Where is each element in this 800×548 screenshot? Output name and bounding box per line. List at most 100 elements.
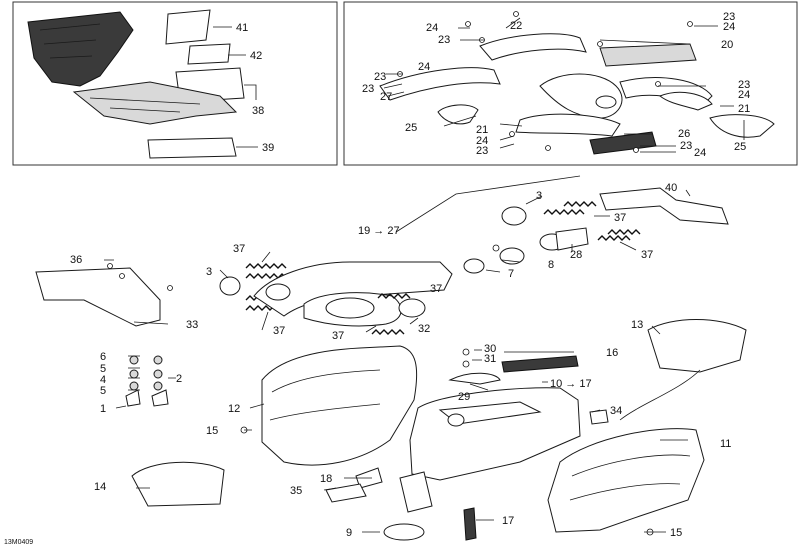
callout-16: 16 (606, 347, 618, 359)
callout-37-a: 37 (614, 212, 626, 224)
callout-1: 1 (100, 403, 106, 415)
callout-15-left: 15 (206, 425, 218, 437)
springs-37-center (371, 293, 411, 335)
callout-8: 8 (548, 259, 554, 271)
callout-37-e: 37 (273, 325, 285, 337)
bolt-36 (107, 263, 113, 269)
callout-28: 28 (570, 249, 582, 261)
callout-7: 7 (508, 268, 514, 280)
plate-13 (647, 319, 747, 373)
bracket-40 (599, 187, 729, 225)
callout-25-a: 25 (405, 122, 417, 134)
heat-shield-20 (599, 43, 697, 67)
callout-24-b: 24 (723, 21, 735, 33)
bracket-33 (35, 267, 161, 327)
tail-pipe (399, 471, 433, 513)
callout-30: 30 (484, 343, 496, 355)
ring-9 (383, 523, 425, 541)
callout-36: 36 (70, 254, 82, 266)
mount-hardware (125, 355, 169, 407)
bolt-36c (167, 285, 173, 291)
heat-shield-25-left (437, 104, 479, 125)
ring-3-right (501, 206, 527, 226)
callout-31: 31 (484, 353, 496, 365)
callout-20: 20 (721, 39, 733, 51)
callout-23-b: 23 (723, 11, 735, 23)
inset-left-frame (12, 1, 338, 166)
callout-5-a: 5 (100, 363, 106, 375)
bolt-30 (462, 348, 470, 356)
muffler-cover-22 (479, 33, 587, 61)
callout-39: 39 (262, 142, 274, 154)
callout-23-g: 23 (680, 140, 692, 152)
inset-right-frame (343, 1, 798, 166)
callout-33: 33 (186, 319, 198, 331)
callout-11: 11 (720, 438, 731, 450)
washer-31 (462, 360, 470, 368)
insulation-pad-41 (165, 9, 211, 45)
callout-23-d: 23 (362, 83, 374, 95)
heat-shield-21-right (659, 91, 713, 111)
cap-34 (589, 409, 609, 425)
ring-32 (398, 298, 426, 318)
callout-37-b: 37 (641, 249, 653, 261)
heat-shield-11 (547, 428, 705, 533)
callout-4: 4 (100, 374, 106, 386)
callout-14: 14 (94, 481, 106, 493)
bracket-35 (325, 483, 367, 503)
callout-24-c: 24 (418, 61, 430, 73)
heat-shield-11-detail (569, 454, 691, 501)
muffler-housing-detail (269, 369, 381, 421)
callout-3-right: 3 (536, 190, 542, 202)
callout-21-b: 21 (738, 103, 750, 115)
callout-25-b: 25 (734, 141, 746, 153)
callout-12: 12 (228, 403, 240, 415)
heat-shield-tray (72, 81, 238, 125)
bolt-36b (119, 273, 125, 279)
heat-shield-front (27, 11, 134, 87)
callout-35: 35 (290, 485, 302, 497)
muffler-main (409, 387, 581, 481)
callout-42: 42 (250, 50, 262, 62)
callout-23-e: 23 (738, 79, 750, 91)
callout-23-a: 23 (438, 34, 450, 46)
muffler-housing-12 (261, 345, 418, 466)
callout-15-right: 15 (670, 527, 682, 539)
plate-13-wire (619, 369, 701, 421)
callout-37-d: 37 (430, 283, 442, 295)
ring-7 (463, 258, 485, 274)
exhaust-manifold-assembly (253, 261, 453, 327)
callout-2: 2 (176, 373, 182, 385)
sleeve-28 (539, 227, 589, 251)
heat-strip-16 (501, 355, 579, 373)
callout-22: 22 (510, 20, 522, 32)
callout-24-f: 24 (694, 147, 706, 159)
heat-shield-25-right (709, 114, 775, 138)
callout-9: 9 (346, 527, 352, 539)
plate-14 (131, 461, 225, 507)
exhaust-elbow-assembly (539, 73, 713, 119)
clip-29 (448, 372, 501, 385)
callout-21-a: 21 (476, 124, 488, 136)
clamp-8 (499, 247, 525, 265)
callout-13: 13 (631, 319, 643, 331)
callout-10-17: 10 → 17 (550, 378, 592, 390)
callout-6: 6 (100, 351, 106, 363)
callout-23-f: 23 (476, 145, 488, 157)
springs-37-right (543, 201, 641, 241)
callout-41: 41 (236, 22, 248, 34)
callout-32: 32 (418, 323, 430, 335)
callout-19-27: 19 → 27 (358, 225, 400, 237)
insulation-pad-42 (187, 43, 231, 65)
callout-40: 40 (665, 182, 677, 194)
callout-24-d: 24 (738, 89, 750, 101)
callout-24-e: 24 (476, 135, 488, 147)
bracket-plate-39 (147, 137, 237, 159)
callout-38: 38 (252, 105, 264, 117)
callout-17: 17 (502, 515, 514, 527)
callout-29: 29 (458, 391, 470, 403)
ring-3-left (219, 276, 241, 296)
callout-18: 18 (320, 473, 332, 485)
